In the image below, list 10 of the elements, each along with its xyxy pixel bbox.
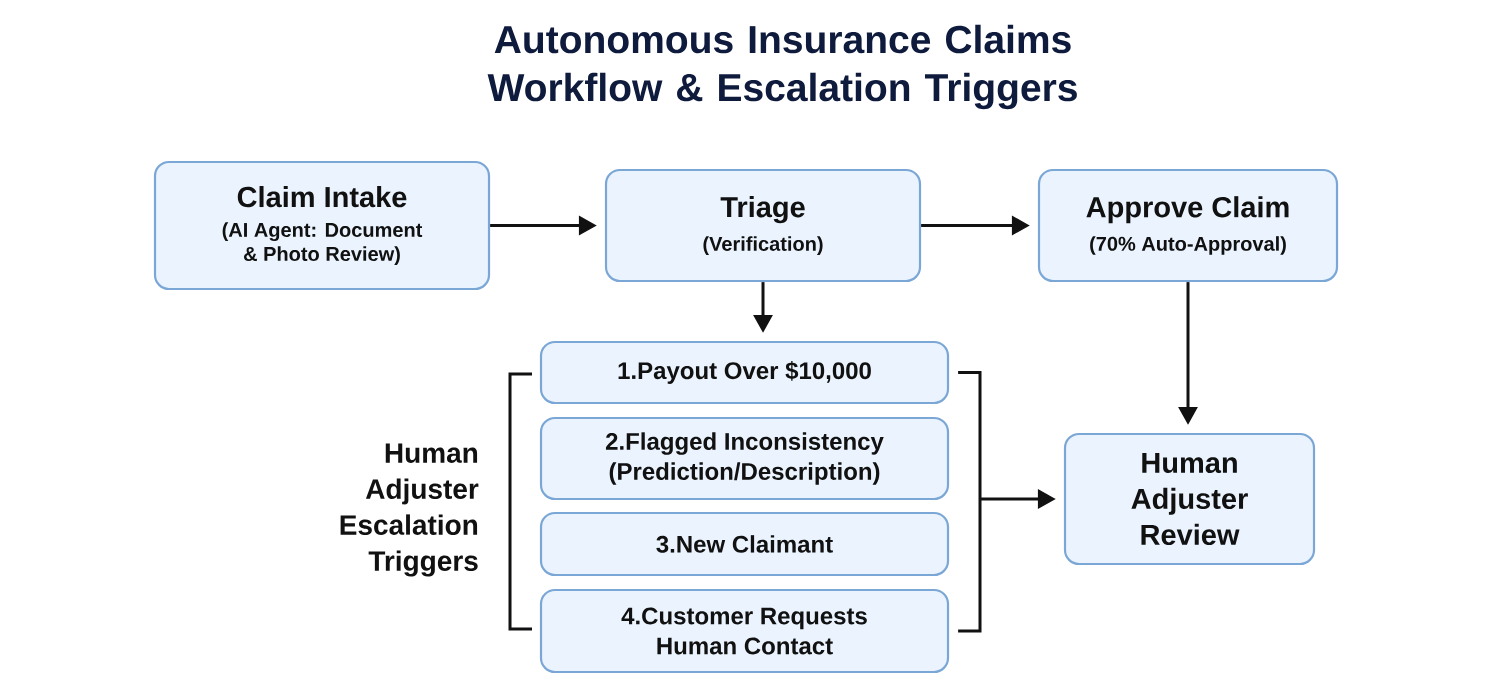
process-box: Claim Intake (AI Agent: Document & Photo Review) bbox=[153, 160, 491, 291]
process-box: 4.Customer Requests Human Contact bbox=[539, 588, 950, 674]
process-box: 3.New Claimant bbox=[539, 511, 950, 577]
process-box: 2.Flagged Inconsistency (Prediction/Description) bbox=[539, 416, 950, 501]
process-box: 1.Payout Over $10,000 bbox=[539, 340, 950, 405]
group-label: Human Adjuster Escalation Triggers bbox=[340, 443, 479, 577]
process-box: Human Adjuster Review bbox=[1063, 432, 1316, 566]
title: Autonomous Insurance Claims Workflow & Escalation Triggers bbox=[487, 24, 1077, 110]
process-box: Triage (Verification) bbox=[604, 168, 922, 283]
process-box: Approve Claim (70% Auto-Approval) bbox=[1037, 168, 1339, 283]
